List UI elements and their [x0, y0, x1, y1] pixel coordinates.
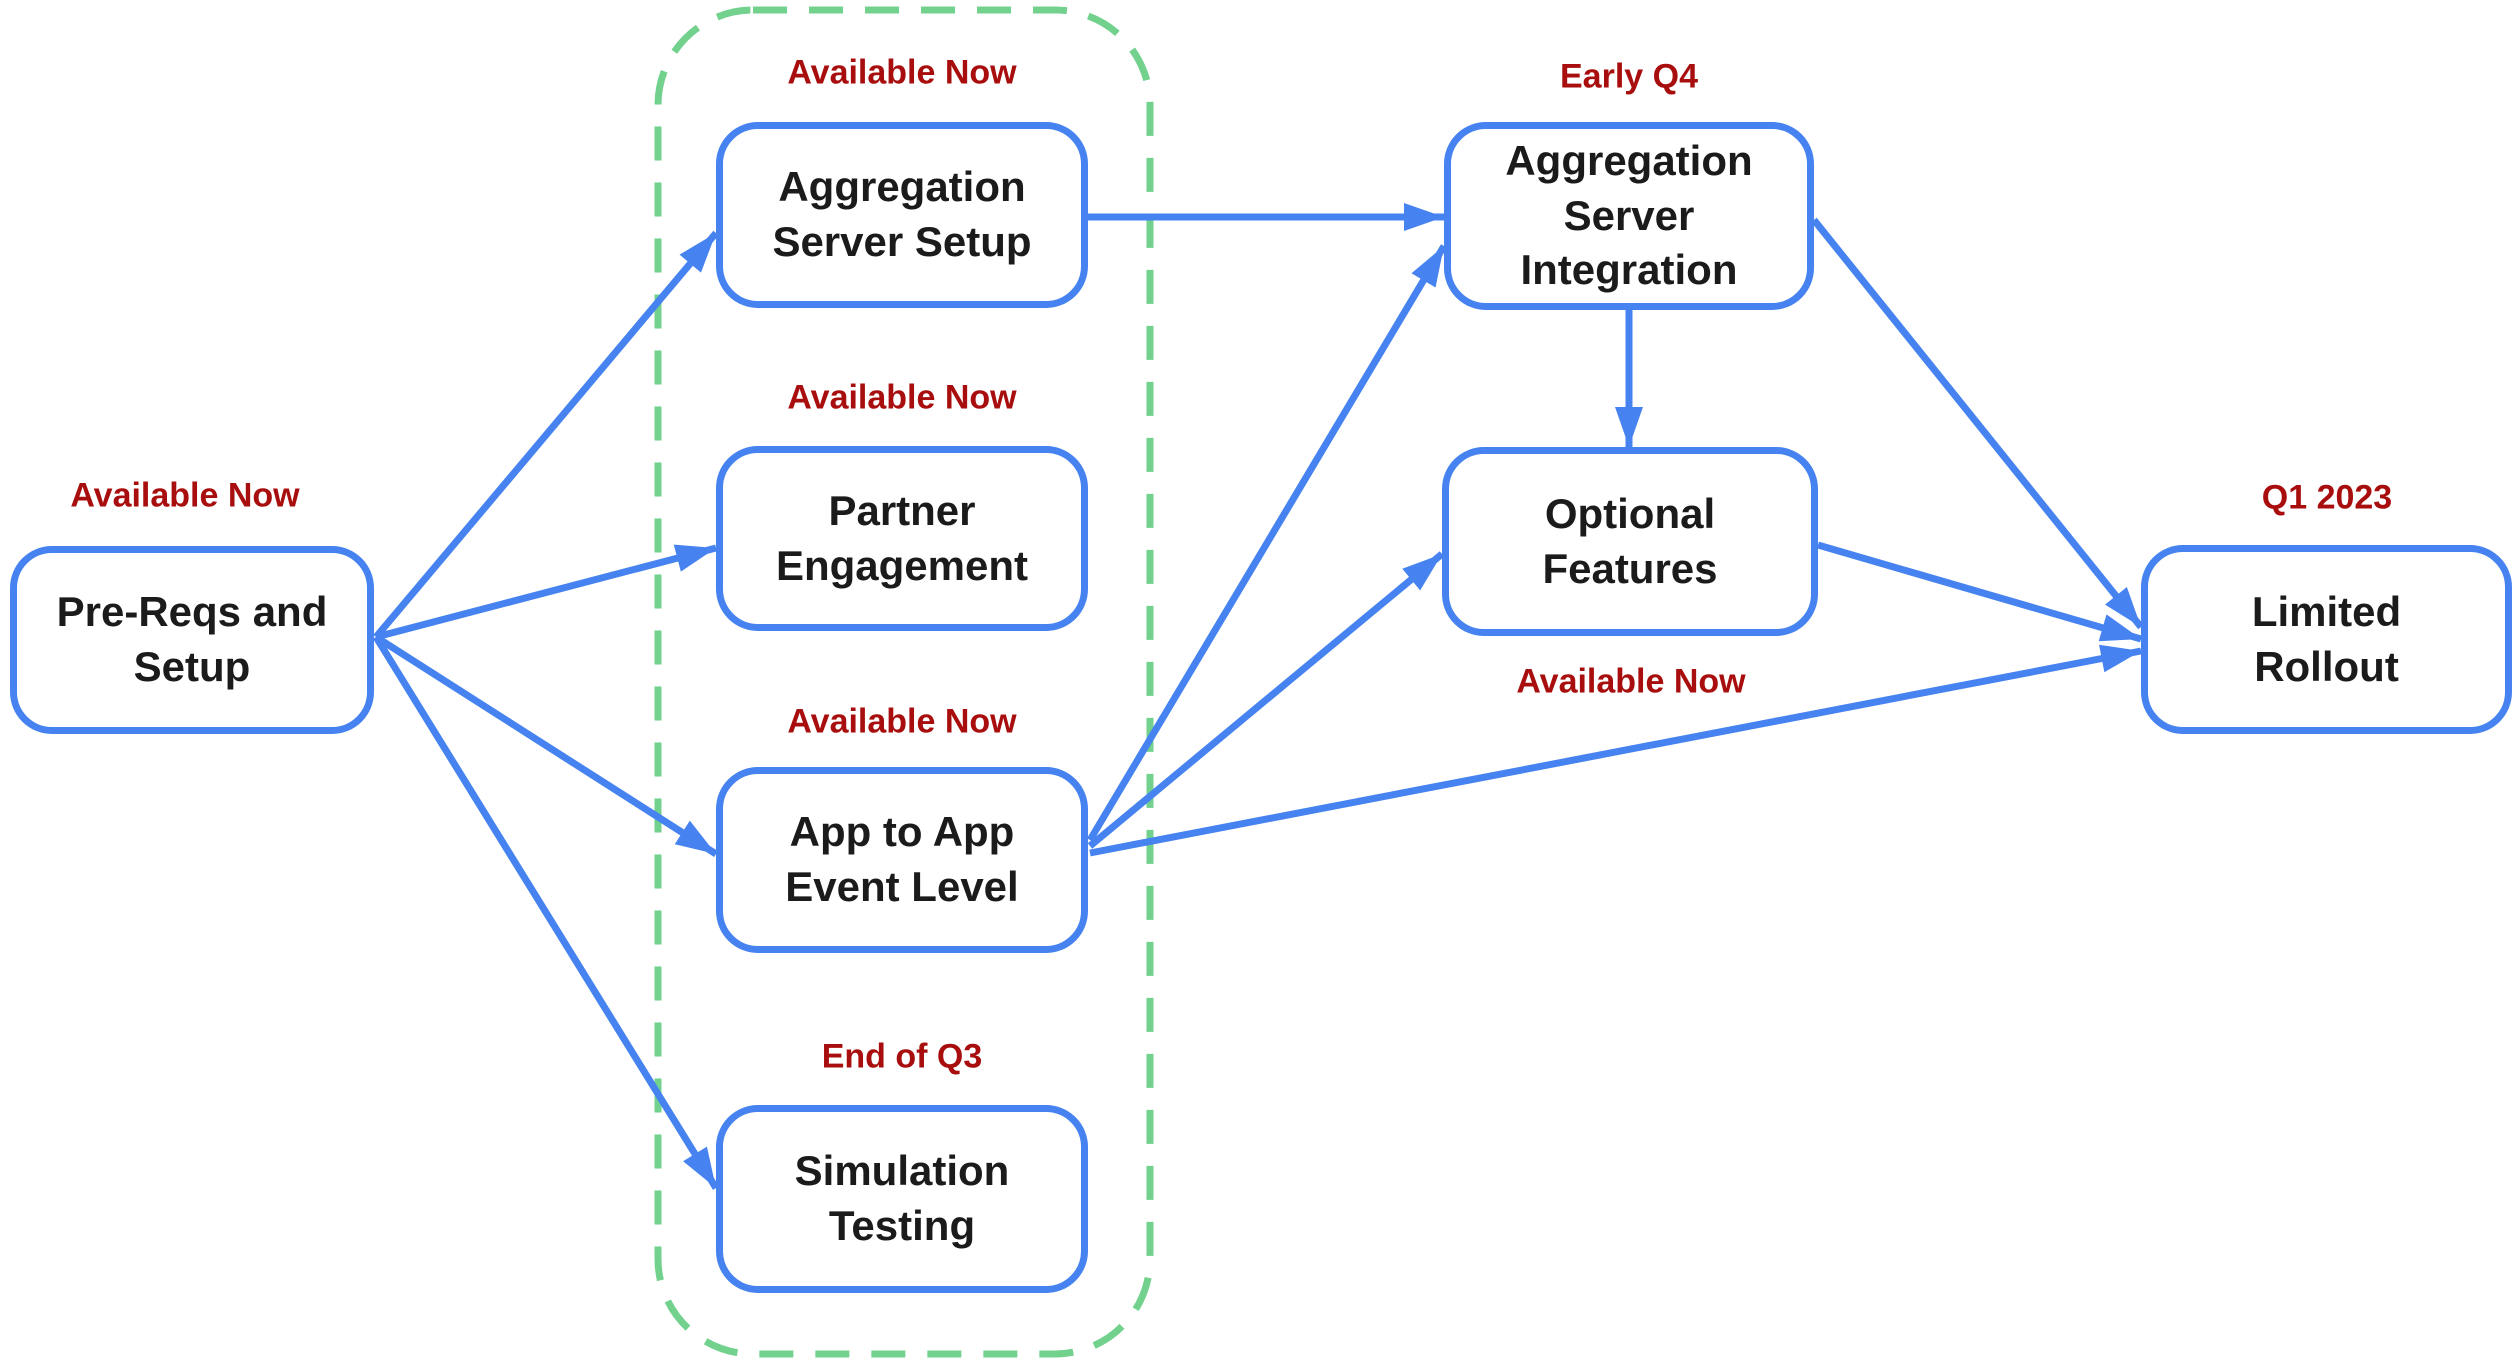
node-aggregation-server-integration: Aggregation Server Integration: [1444, 122, 1814, 310]
status-label-aggregation-server-integration: Early Q4: [1560, 57, 1698, 96]
arrow-prereqs-to-partner: [375, 544, 717, 641]
arrow-integration-to-rollout: [1811, 217, 2144, 630]
arrow-prereqs-to-aggsetup: [373, 230, 719, 640]
node-pre-reqs-setup: Pre-Reqs and Setup: [10, 546, 374, 734]
node-aggregation-server-setup: Aggregation Server Setup: [716, 122, 1088, 308]
node-partner-engagement: Partner Engagement: [716, 446, 1088, 631]
status-label-pre-reqs: Available Now: [70, 476, 300, 515]
status-label-simulation-testing: End of Q3: [821, 1037, 983, 1076]
status-label-app-to-app: Available Now: [787, 702, 1017, 741]
status-label-limited-rollout: Q1 2023: [2261, 478, 2393, 517]
arrow-optional-to-rollout: [1817, 541, 2142, 643]
status-label-optional-features: Available Now: [1516, 662, 1746, 701]
status-label-partner-engagement: Available Now: [787, 378, 1017, 417]
node-optional-features: Optional Features: [1442, 447, 1818, 636]
arrow-appevent-to-integration: [1086, 244, 1448, 842]
node-limited-rollout: Limited Rollout: [2141, 545, 2512, 734]
status-label-aggregation-server-setup: Available Now: [787, 53, 1017, 92]
arrow-appevent-to-optional: [1087, 551, 1445, 849]
available-now-group-outline: [654, 6, 1154, 1358]
arrow-appevent-to-rollout: [1089, 644, 2142, 857]
arrow-prereqs-to-appevent: [374, 634, 718, 857]
node-simulation-testing: Simulation Testing: [716, 1105, 1088, 1293]
node-app-to-app-event-level: App to App Event Level: [716, 767, 1088, 953]
arrow-prereqs-to-simtest: [373, 635, 719, 1190]
